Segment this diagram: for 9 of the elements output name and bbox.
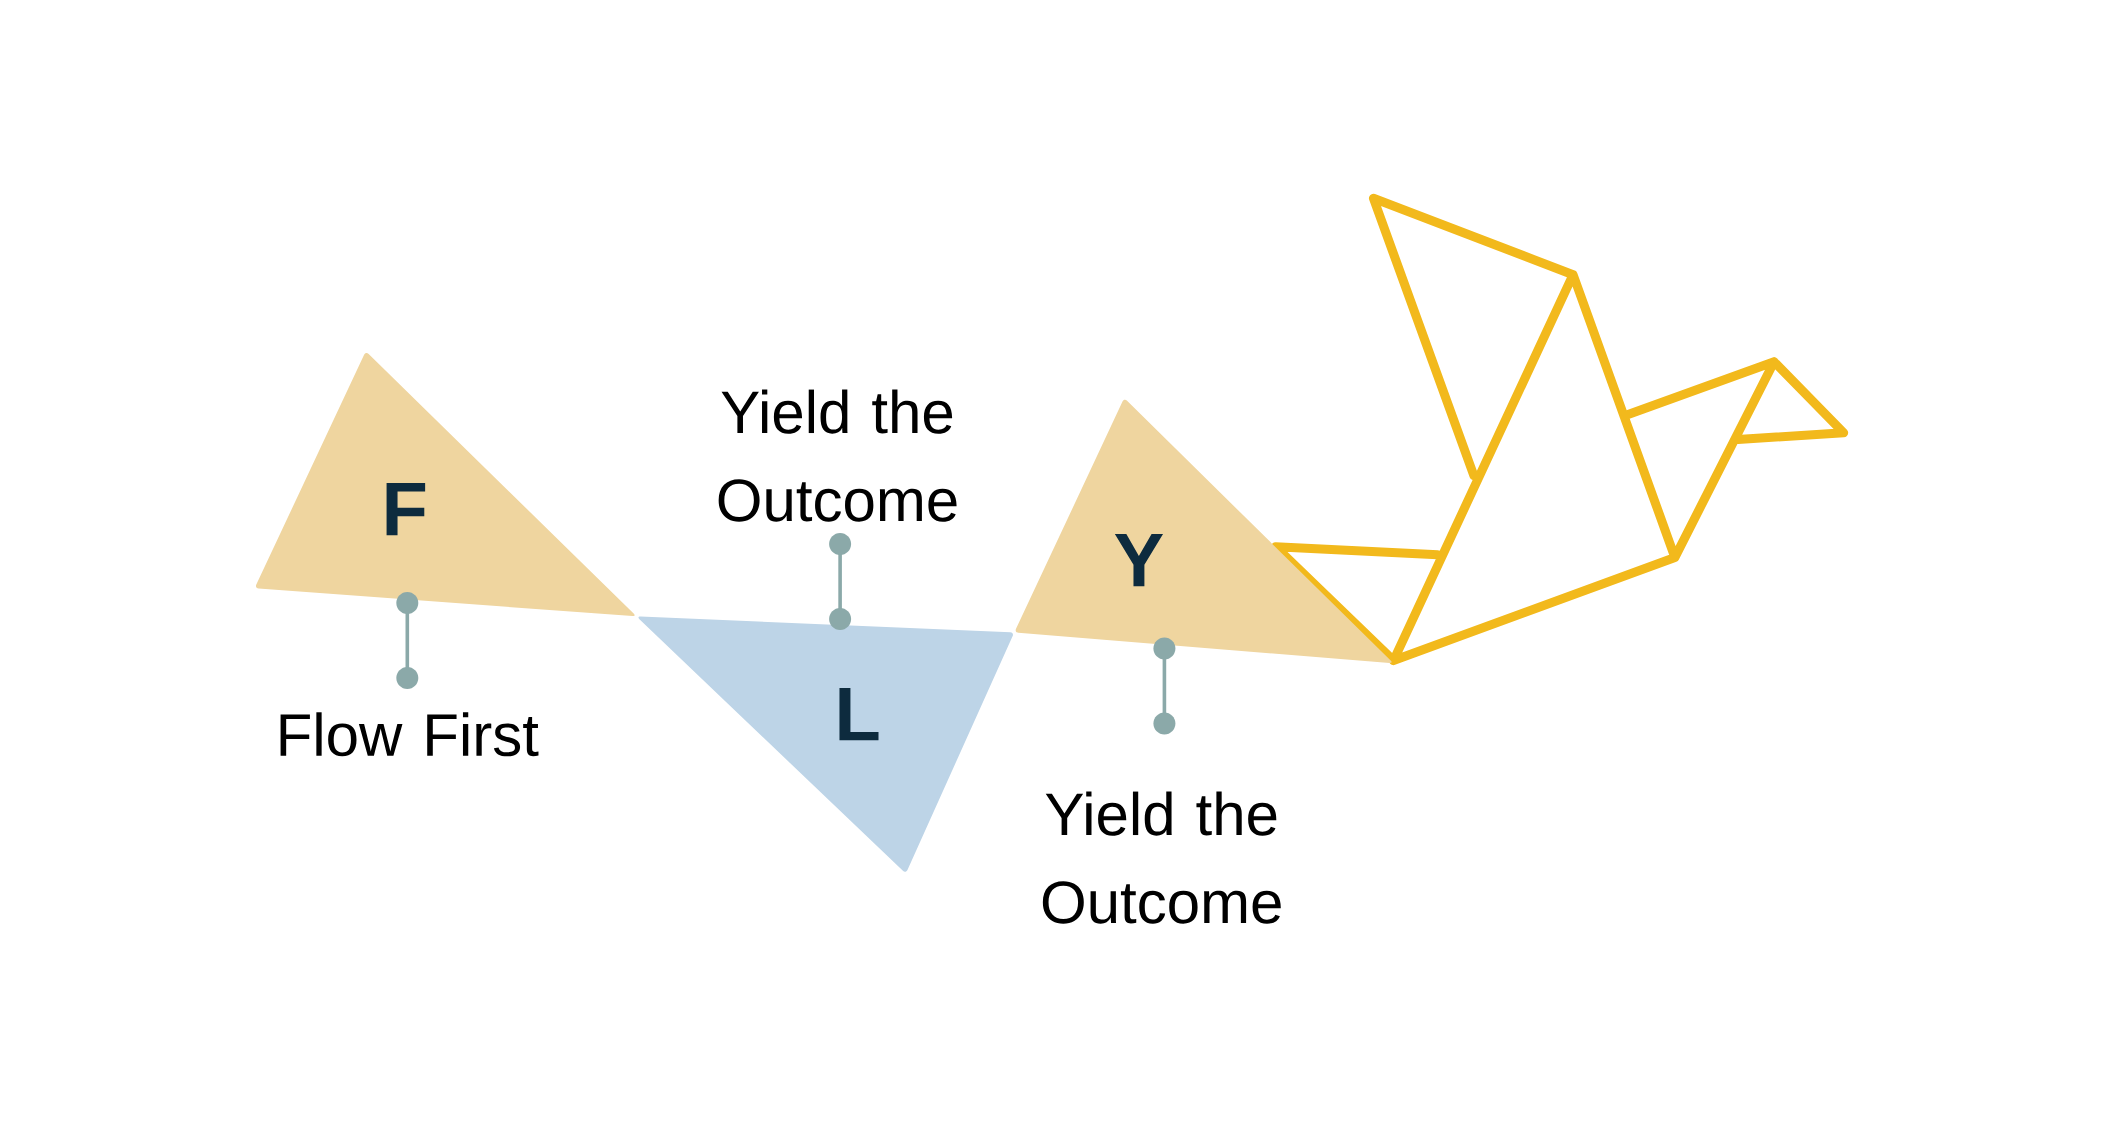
triangle: L <box>638 616 1013 872</box>
triangle: F <box>255 352 635 617</box>
leader-line <box>829 533 852 630</box>
text-label: Flow First <box>280 712 539 757</box>
text-label: Yield the Outcome <box>1042 791 1281 924</box>
text-label: Yield the Outcome <box>718 389 957 522</box>
triangle: Y <box>1015 399 1392 663</box>
leader-line <box>396 592 419 689</box>
leader-line <box>1153 637 1176 735</box>
